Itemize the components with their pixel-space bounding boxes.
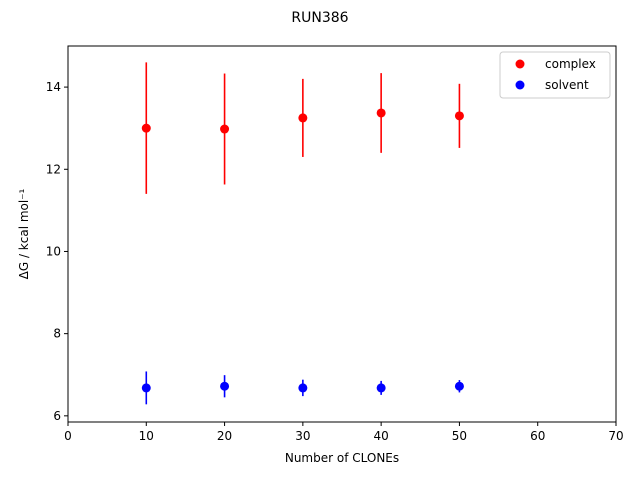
legend-marker-complex <box>515 59 525 69</box>
x-tick-label: 10 <box>139 429 154 443</box>
x-axis-label: Number of CLONEs <box>285 451 399 465</box>
complex-point <box>141 123 151 133</box>
legend-box <box>499 51 611 99</box>
x-tick-label: 50 <box>452 429 467 443</box>
x-tick-label: 70 <box>608 429 623 443</box>
complex-point <box>220 124 230 134</box>
complex-point <box>298 113 308 123</box>
complex-point <box>454 111 464 121</box>
solvent-point <box>141 383 151 393</box>
y-tick-label: 8 <box>53 327 61 341</box>
x-tick-label: 40 <box>374 429 389 443</box>
complex-point <box>376 108 386 118</box>
legend: complex solvent <box>499 51 611 99</box>
series-complex <box>141 62 464 194</box>
y-axis-label: ΔG / kcal mol⁻¹ <box>17 188 31 279</box>
y-tick-label: 14 <box>46 80 61 94</box>
plot-area <box>67 45 617 423</box>
legend-marker-solvent <box>515 80 525 90</box>
x-tick-label: 30 <box>295 429 310 443</box>
series-solvent <box>141 371 464 405</box>
solvent-point <box>220 381 230 391</box>
axes-frame <box>67 45 617 423</box>
y-tick-label: 12 <box>46 162 61 176</box>
y-tick-label: 10 <box>46 244 61 258</box>
x-tick-label: 20 <box>217 429 232 443</box>
solvent-point <box>376 383 386 393</box>
x-axis: 0 10 20 30 40 50 60 70 <box>64 422 624 443</box>
solvent-point <box>454 381 464 391</box>
chart-title: RUN386 <box>291 10 348 26</box>
solvent-point <box>298 383 308 393</box>
x-tick-label: 60 <box>530 429 545 443</box>
x-tick-label: 0 <box>64 429 72 443</box>
y-tick-label: 6 <box>53 409 61 423</box>
legend-label-complex: complex <box>545 57 596 71</box>
legend-label-solvent: solvent <box>545 78 589 92</box>
y-axis: 6 8 10 12 14 <box>46 80 68 423</box>
series-layer <box>141 62 464 405</box>
